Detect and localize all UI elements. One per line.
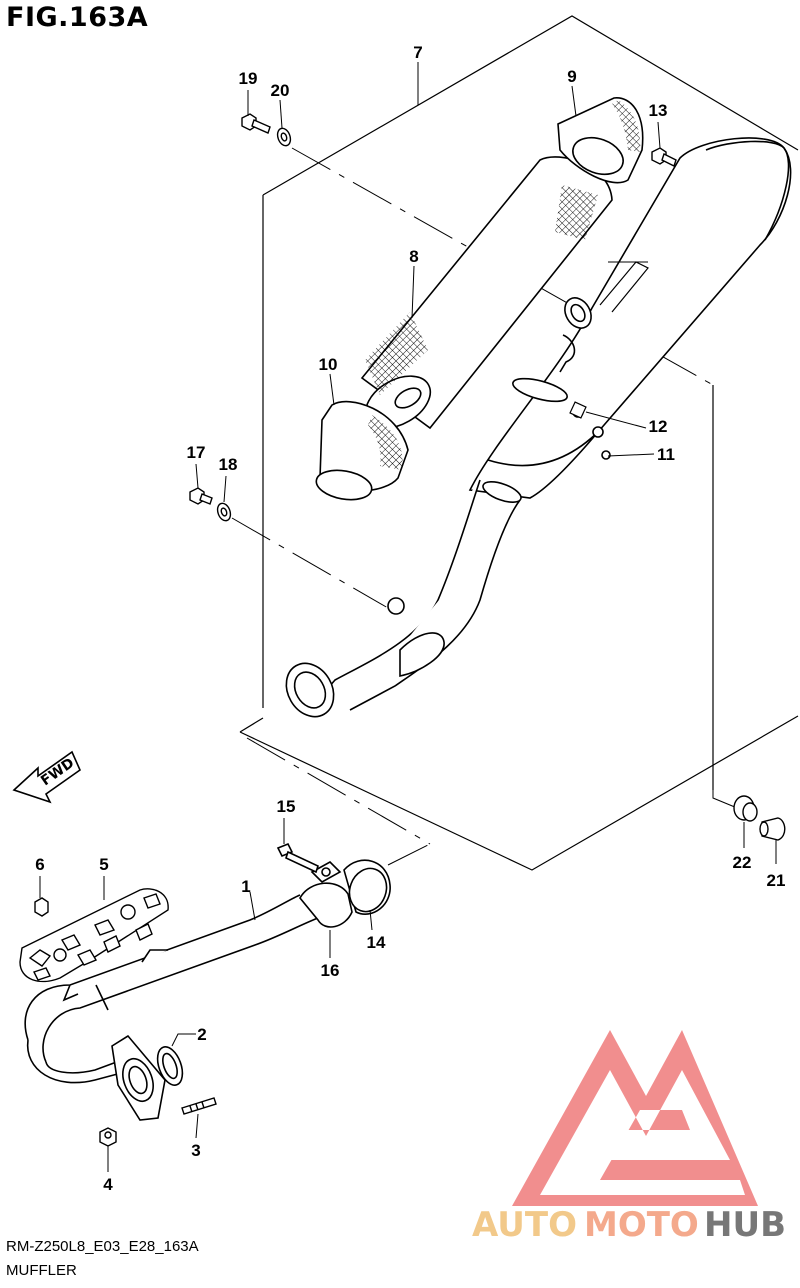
figure-title: FIG.163A: [6, 2, 149, 33]
callout-9: 9: [567, 67, 576, 86]
callout-3: 3: [191, 1141, 200, 1160]
watermark-logo: [512, 1030, 758, 1206]
callout-13: 13: [649, 101, 668, 120]
nut: [99, 1127, 117, 1147]
end-cap: [557, 97, 644, 184]
callout-8: 8: [409, 247, 418, 266]
bolt-13: [651, 147, 677, 167]
callout-14: 14: [367, 933, 386, 952]
callout-18: 18: [219, 455, 238, 474]
callout-6: 6: [35, 855, 44, 874]
callout-11: 11: [657, 445, 675, 464]
forward-direction-arrow: FWD: [12, 750, 81, 804]
figure-code: RM-Z250L8_E03_E28_163A: [6, 1238, 199, 1255]
callout-7: 7: [413, 43, 422, 62]
figure-name: MUFFLER: [6, 1262, 77, 1279]
watermark-auto: AUTO: [472, 1205, 577, 1245]
callout-22: 22: [733, 853, 752, 872]
grommets-21-22: [733, 795, 786, 841]
callout-2: 2: [197, 1025, 206, 1044]
callout-10: 10: [319, 355, 338, 374]
watermark-text: AUTO MOTO HUB: [472, 1205, 786, 1245]
callout-1: 1: [241, 877, 250, 896]
bolt: [34, 897, 49, 917]
callout-12: 12: [649, 417, 668, 436]
front-cap: [315, 400, 409, 501]
callout-17: 17: [187, 443, 206, 462]
callout-19: 19: [239, 69, 258, 88]
heat-protector: [19, 888, 169, 983]
gasket: [156, 1046, 184, 1086]
clamp-assembly: [276, 842, 391, 928]
callout-20: 20: [271, 81, 290, 100]
watermark-hub: HUB: [704, 1205, 786, 1245]
callout-21: 21: [767, 871, 786, 890]
callout-4: 4: [103, 1175, 113, 1194]
stud-bolt: [181, 1097, 217, 1115]
bolt-washer-19-20: [241, 113, 292, 147]
callout-leaders: [39, 62, 777, 1172]
bracket-fittings: [569, 401, 587, 419]
exhaust-pipe: [24, 893, 328, 1121]
watermark-moto: MOTO: [584, 1205, 699, 1245]
callout-16: 16: [321, 961, 340, 980]
muffler-body: [285, 137, 792, 718]
callout-15: 15: [277, 797, 296, 816]
callout-numbers: 1 2 3 4 5 6 7 8 9 10 11 12 13 14 15 16 1…: [35, 43, 785, 1194]
assembly-boundary: [239, 15, 799, 871]
callout-5: 5: [99, 855, 108, 874]
bolt-washer-17-18: [189, 487, 232, 522]
